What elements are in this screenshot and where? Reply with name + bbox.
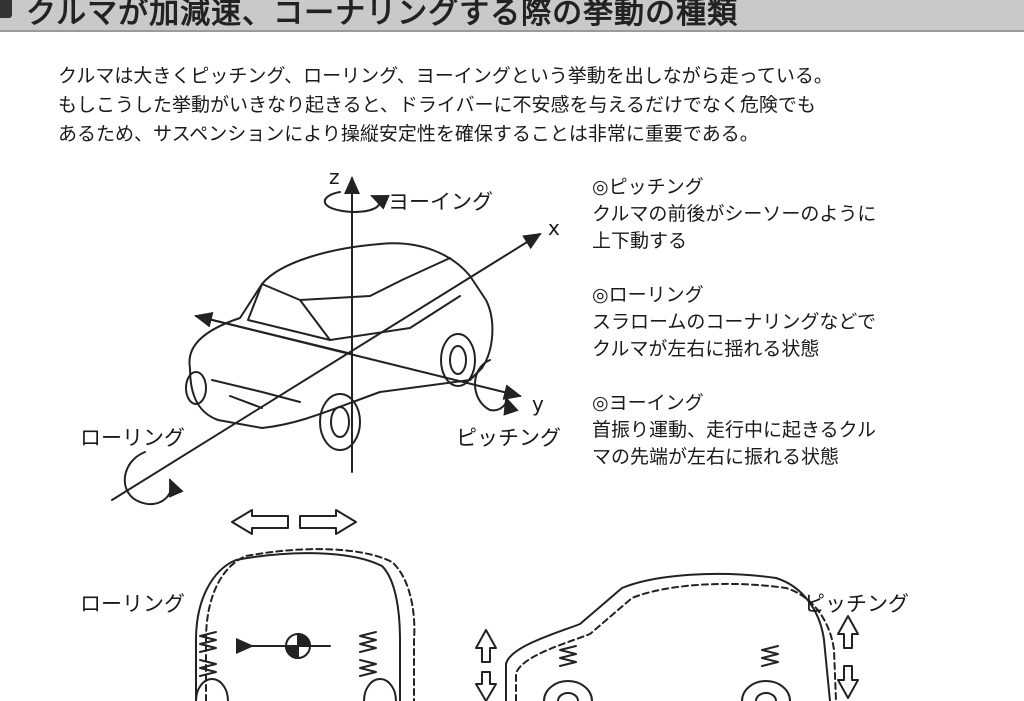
description-line: マの先端が左右に振れる状態: [592, 446, 840, 468]
front-view-car: [195, 552, 401, 701]
description-line: 首振り運動、走行中に起きるクル: [592, 419, 877, 441]
intro-line: もしこうした挙動がいきなり起きると、ドライバーに不安感を与えるだけでなく危険でも: [58, 94, 816, 116]
intro-paragraph: クルマは大きくピッチング、ローリング、ヨーイングという挙動を出しながら走っている…: [58, 62, 988, 149]
rolling-rotation-arrow: [123, 451, 184, 505]
intro-line: クルマは大きくピッチング、ローリング、ヨーイングという挙動を出しながら走っている…: [58, 65, 833, 87]
rolling-label: ローリング: [80, 426, 185, 450]
description-line: スラロームのコーナリングなどで: [592, 311, 877, 333]
yawing-description: ◎ヨーイング 首振り運動、走行中に起きるクル マの先端が左右に振れる状態: [592, 390, 992, 471]
x-axis-label: x: [548, 216, 560, 240]
pitch-front-up-arrow: [475, 629, 497, 663]
rolling-front-view-label: ローリング: [80, 592, 185, 616]
description-heading: ◎ローリング: [592, 284, 704, 306]
pitch-front-down-arrow: [475, 671, 497, 701]
pitch-rear-down-arrow: [837, 665, 859, 699]
y-axis-label: y: [532, 392, 544, 416]
yawing-rotation-arrow: [323, 191, 390, 213]
z-axis-label: z: [329, 165, 340, 189]
x-axis-line: [111, 232, 542, 501]
car-outline: [188, 242, 494, 429]
pitching-label: ピッチング: [456, 426, 561, 450]
rolling-description: ◎ローリング スラロームのコーナリングなどで クルマが左右に揺れる状態: [592, 282, 992, 363]
section-title: クルマが加減速、コーナリングする際の挙動の種類: [26, 0, 739, 31]
description-line: クルマの前後がシーソーのように: [592, 203, 877, 225]
pitching-side-view-label: ピッチング: [804, 592, 909, 616]
description-heading: ◎ヨーイング: [592, 392, 704, 414]
description-heading: ◎ピッチング: [592, 176, 704, 198]
section-bullet-icon: [0, 0, 12, 18]
pitching-description: ◎ピッチング クルマの前後がシーソーのように 上下動する: [592, 174, 992, 255]
pitch-rear-up-arrow: [837, 615, 859, 649]
side-view-car: [505, 572, 831, 701]
yawing-label: ヨーイング: [388, 190, 493, 214]
section-header: クルマが加減速、コーナリングする際の挙動の種類: [0, 0, 1024, 32]
intro-line: あるため、サスペンションにより操縦安定性を確保することは非常に重要である。: [58, 123, 759, 145]
lateral-double-arrow: [231, 509, 289, 535]
description-line: クルマが左右に揺れる状態: [592, 338, 820, 360]
description-line: 上下動する: [592, 230, 688, 252]
